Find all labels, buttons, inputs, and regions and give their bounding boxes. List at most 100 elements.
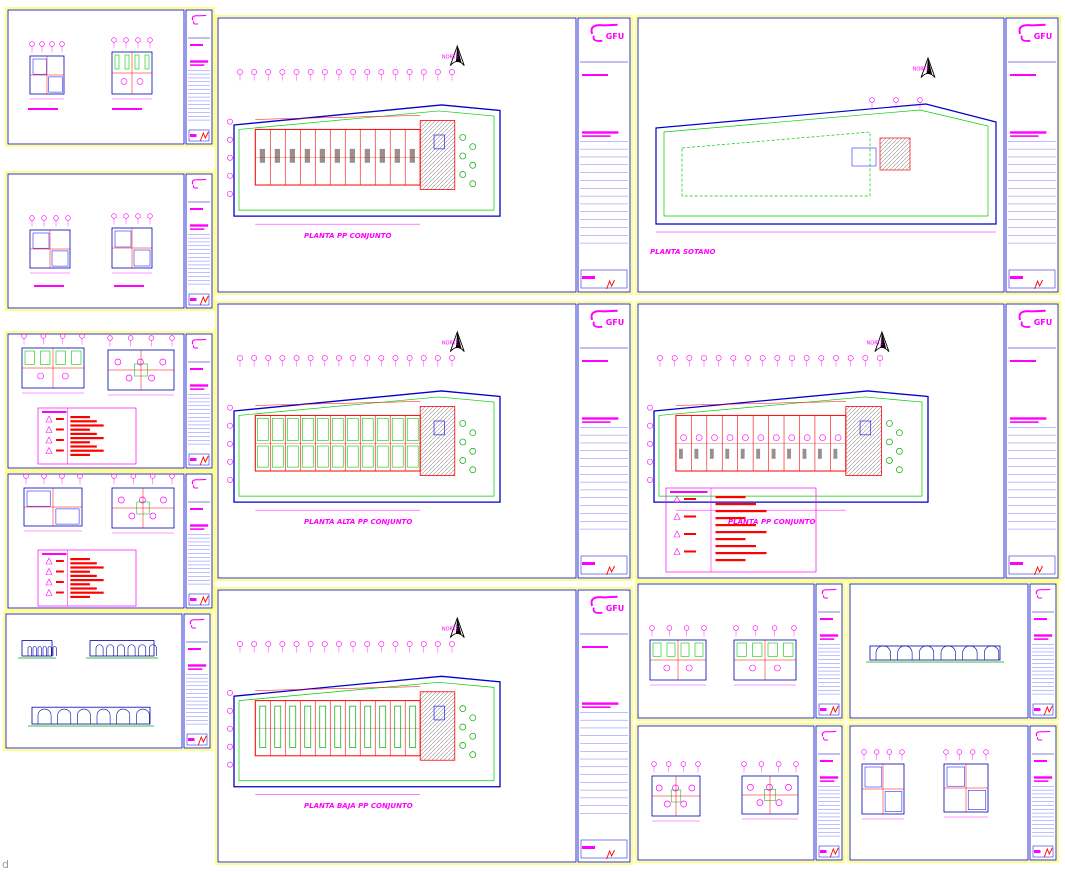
tree-icon bbox=[886, 438, 893, 446]
furniture bbox=[55, 350, 66, 365]
fixture-marker bbox=[148, 374, 155, 382]
arch-opening bbox=[57, 708, 72, 724]
title-block-sheet-number bbox=[190, 134, 197, 137]
legend-text-line bbox=[70, 432, 97, 435]
grid-axis-bubbles bbox=[107, 335, 175, 347]
room bbox=[864, 766, 883, 788]
unit-furniture bbox=[256, 445, 269, 468]
logo-icon: GFU bbox=[1018, 23, 1052, 42]
axis-bubble bbox=[943, 749, 949, 755]
arch-opening bbox=[37, 708, 52, 724]
legend-symbol-icon bbox=[45, 415, 53, 423]
parking-car bbox=[409, 705, 417, 748]
sheet-title: PLANTA BAJA PP CONJUNTO bbox=[304, 802, 413, 810]
title-block-sheet-number bbox=[582, 846, 595, 849]
title-block-sheet-number bbox=[190, 598, 197, 601]
unit-core bbox=[379, 148, 385, 163]
axis-bubble bbox=[649, 625, 655, 631]
axis-bubble bbox=[227, 707, 233, 714]
title-block-stamp bbox=[1032, 703, 1054, 716]
unit-core bbox=[787, 448, 791, 459]
fixture-marker bbox=[664, 800, 671, 808]
landscape-line bbox=[238, 681, 495, 782]
axis-bubble bbox=[111, 37, 117, 43]
arch-opening bbox=[149, 644, 157, 656]
axis-bubble bbox=[752, 625, 759, 631]
arch-opening bbox=[127, 644, 136, 656]
unit-marker bbox=[742, 434, 749, 441]
sheet-border bbox=[5, 471, 215, 611]
sheet-unit-plans-1 bbox=[5, 7, 215, 147]
north-label: NORTE bbox=[913, 67, 930, 73]
north-label: NORTE bbox=[867, 341, 884, 347]
parking-car bbox=[394, 705, 402, 748]
arch-opening bbox=[117, 644, 125, 656]
arch-opening bbox=[897, 645, 913, 660]
legend-text-line bbox=[70, 591, 104, 594]
sheet-elevations bbox=[3, 611, 213, 751]
grid-axis-bubbles-vertical bbox=[227, 118, 233, 197]
axis-bubble bbox=[873, 749, 880, 755]
arch-opening bbox=[962, 645, 978, 660]
legend-symbol-label bbox=[56, 449, 64, 452]
legend-text-line bbox=[715, 531, 767, 534]
arch-opening bbox=[919, 645, 935, 660]
logo-swoosh bbox=[189, 618, 205, 625]
title-block-label bbox=[582, 360, 608, 362]
site-boundary bbox=[653, 390, 929, 503]
title-block-stamp bbox=[1032, 845, 1054, 858]
unit-marker bbox=[757, 434, 765, 441]
tree-icon bbox=[469, 714, 477, 722]
arch-opening bbox=[984, 645, 1000, 660]
arch-opening bbox=[106, 644, 115, 656]
logo-swoosh-lower bbox=[192, 345, 199, 349]
tree-icon bbox=[896, 466, 903, 474]
floor-plan bbox=[943, 749, 989, 818]
parking-car bbox=[379, 705, 387, 748]
unit-core bbox=[709, 448, 714, 459]
north-arrow-icon: NORTE bbox=[442, 330, 465, 352]
fixture-marker bbox=[756, 799, 764, 806]
furniture bbox=[124, 54, 130, 70]
north-arrow-fill bbox=[455, 46, 462, 63]
logo-swoosh bbox=[590, 595, 618, 607]
logo-icon bbox=[191, 338, 207, 349]
legend-symbol-label bbox=[56, 560, 64, 562]
unit-core bbox=[409, 148, 415, 163]
sheet-border bbox=[5, 331, 215, 471]
floor-plan bbox=[111, 213, 153, 274]
site-boundary bbox=[233, 390, 501, 503]
title-block-stamp bbox=[188, 593, 210, 606]
unit-core bbox=[740, 448, 745, 459]
logo-swoosh-lower bbox=[192, 185, 199, 189]
logo-swoosh-lower bbox=[190, 625, 197, 629]
unit-core bbox=[289, 148, 296, 163]
unit-furniture bbox=[376, 445, 389, 468]
legend-symbol-icon bbox=[45, 567, 53, 575]
fixture-marker bbox=[139, 496, 146, 504]
room bbox=[114, 230, 132, 248]
title-block: GFU bbox=[577, 17, 631, 293]
title-block-sheet-number bbox=[582, 562, 595, 565]
logo-icon bbox=[821, 588, 837, 599]
tree-icon bbox=[469, 143, 477, 151]
logo-swoosh-lower bbox=[822, 595, 829, 599]
logo-swoosh-lower bbox=[192, 485, 199, 489]
legend-frame bbox=[37, 407, 137, 465]
tree-icon bbox=[459, 171, 467, 178]
legend-symbol-label bbox=[56, 418, 64, 420]
axis-bubble bbox=[29, 41, 35, 47]
unit-core bbox=[394, 148, 400, 163]
grid-axis-bubbles bbox=[869, 97, 923, 109]
stair-core bbox=[433, 705, 445, 721]
unit-furniture bbox=[286, 445, 299, 468]
stair-core bbox=[433, 134, 445, 150]
grid-axis-bubbles-vertical bbox=[647, 404, 653, 483]
tree-icon bbox=[459, 420, 467, 427]
title-block: GFU bbox=[1005, 303, 1059, 579]
site-boundary bbox=[233, 675, 501, 788]
fixture-marker bbox=[117, 496, 125, 504]
grid-axis-bubbles bbox=[23, 473, 83, 485]
arch-opening bbox=[42, 646, 47, 656]
